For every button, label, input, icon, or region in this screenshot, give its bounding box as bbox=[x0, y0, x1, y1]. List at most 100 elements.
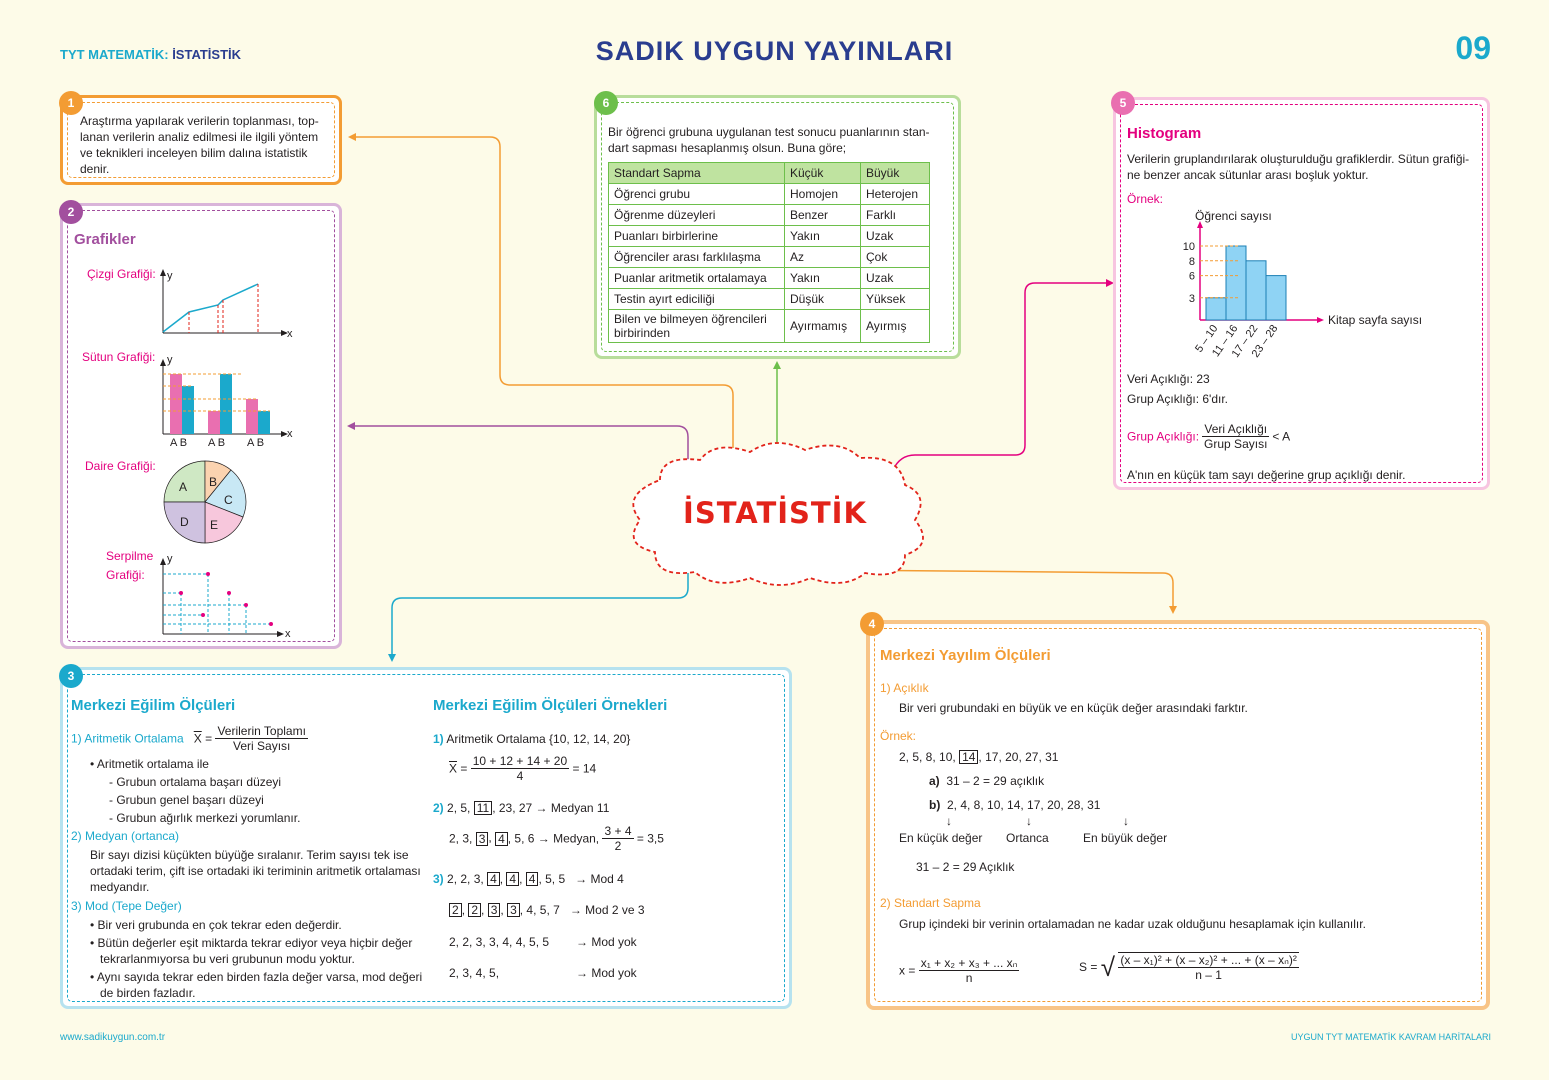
mode-result: → Mod 4 bbox=[575, 872, 624, 886]
pie-slice-label: D bbox=[180, 515, 189, 529]
scatter-axis-y: y bbox=[167, 553, 173, 565]
graphs-box: Grafikler Çizgi Grafiği: Sütun Grafiği: … bbox=[60, 203, 342, 649]
std-dev-desc: Grup içindeki bir verinin ortalamadan ne… bbox=[899, 917, 1366, 931]
page-number: 09 bbox=[1455, 30, 1491, 66]
formula-numerator: Veri Açıklığı bbox=[1202, 422, 1270, 437]
mode-line: tekrarlanmıyorsa bu veri grubunun modu y… bbox=[100, 952, 355, 966]
bar-graph bbox=[160, 359, 288, 437]
equals-sign: = bbox=[205, 731, 213, 746]
y-axis-arrow-icon bbox=[1197, 221, 1203, 228]
table-cell: Öğrenci grubu bbox=[608, 183, 785, 205]
histogram-bar bbox=[1245, 260, 1267, 321]
boxed-value: 11 bbox=[473, 801, 493, 815]
formula-numerator: x₁ + x₂ + x₃ + ... xₙ bbox=[918, 956, 1020, 971]
mode-example-4: 2, 3, 4, 5, bbox=[449, 966, 500, 980]
median-line: medyandır. bbox=[90, 880, 150, 894]
scatter-axis-x: x bbox=[285, 628, 291, 640]
histogram-last-line: A'nın en küçük tam sayı değerine grup aç… bbox=[1127, 468, 1406, 482]
histogram-tick-label: 3 bbox=[1189, 293, 1195, 305]
median-item: 2) Medyan (ortanca) bbox=[71, 829, 180, 843]
table-cell: Yakın bbox=[784, 267, 861, 289]
median-label: Ortanca bbox=[1006, 831, 1049, 845]
connector-box2 bbox=[352, 425, 689, 463]
definition-text: Araştırma yapılarak verilerin toplanması… bbox=[80, 113, 332, 177]
table-cell: Ayırmamış bbox=[784, 309, 861, 343]
mode-desc: • Bir veri grubunda en çok tekrar eden d… bbox=[90, 917, 430, 1001]
mode-item: 3) Mod (Tepe Değer) bbox=[71, 899, 182, 913]
mode-example-1: 3) 2, 2, 3, 4, 4, 4, 5, 5 → Mod 4 bbox=[433, 872, 624, 886]
mode-line: • Aynı sayıda tekrar eden birden fazla d… bbox=[90, 970, 423, 984]
mode-result: → Mod 2 ve 3 bbox=[569, 903, 645, 917]
histogram-desc-line: Verilerin gruplandırılarak oluşturulduğu… bbox=[1127, 152, 1470, 166]
median-line: ortadaki terim, çift ise ortadaki iki te… bbox=[90, 864, 421, 878]
scatter-graph-label2: Grafiği: bbox=[106, 568, 145, 582]
scatter-graph-label1: Serpilme bbox=[106, 549, 154, 563]
pie-slice-label: E bbox=[210, 518, 219, 532]
arrow-box6 bbox=[773, 361, 781, 369]
histogram-y-label: Öğrenci sayısı bbox=[1195, 209, 1272, 223]
histogram-tick-label: 10 bbox=[1183, 241, 1195, 253]
formula-label: Grup Açıklığı: bbox=[1127, 429, 1200, 444]
boxed-value: 3 bbox=[475, 831, 489, 846]
definition-line: lanan verilerin analiz edilmesi ile ilgi… bbox=[80, 130, 319, 144]
seq-text: , 5, 6 → Medyan, bbox=[507, 831, 600, 846]
histogram-desc: Verilerin gruplandırılarak oluşturulduğu… bbox=[1127, 151, 1481, 183]
min-label: En küçük değer bbox=[899, 831, 983, 845]
arrow-box5 bbox=[1106, 279, 1114, 287]
arrow-down-icon: ↓ bbox=[1123, 814, 1129, 828]
part-text: 2, 4, 8, 10, 14, 17, 20, 28, 31 bbox=[947, 798, 1101, 812]
example-number: 3) bbox=[433, 872, 444, 886]
table-cell: Çok bbox=[860, 246, 930, 268]
formula-denominator: n – 1 bbox=[1195, 968, 1222, 982]
table-header-cell: Standart Sapma bbox=[608, 162, 785, 184]
table-cell: Düşük bbox=[784, 288, 861, 310]
bar-category: A B bbox=[247, 437, 265, 449]
dispersion-title: Merkezi Yayılım Ölçüleri bbox=[880, 647, 1051, 664]
group-width-text: Grup Açıklığı: 6'dır. bbox=[1127, 392, 1229, 406]
boxed-value: 4 bbox=[525, 872, 539, 886]
connector-box4 bbox=[839, 569, 1174, 608]
table-row: Bilen ve bilmeyen öğrencileri birbirinde… bbox=[608, 309, 930, 343]
connector-box5 bbox=[892, 282, 1108, 471]
line-graph-label: Çizgi Grafiği: bbox=[87, 267, 156, 281]
histogram-title: Histogram bbox=[1127, 125, 1202, 142]
table-cell: Testin ayırt ediciliği bbox=[608, 288, 785, 310]
badge-4: 4 bbox=[860, 612, 884, 636]
footer-website[interactable]: www.sadikuygun.com.tr bbox=[60, 1032, 166, 1043]
table-cell: Heterojen bbox=[860, 183, 930, 205]
table-cell: Benzer bbox=[784, 204, 861, 226]
badge-6: 6 bbox=[594, 91, 618, 115]
central-tendency-title: Merkezi Eğilim Ölçüleri bbox=[71, 697, 236, 714]
seq-text: , 23, 27 → Medyan 11 bbox=[492, 801, 610, 815]
dispersion-box: Merkezi Yayılım Ölçüleri 1) Açıklık Bir … bbox=[866, 620, 1490, 1010]
range-calc: 31 – 2 = 29 Açıklık bbox=[916, 860, 1015, 874]
table-cell: Yakın bbox=[784, 225, 861, 247]
seq-text: 2, 3, bbox=[449, 831, 473, 846]
seq-text: 2, 5, bbox=[447, 801, 471, 815]
seq-text: 2, 2, 3, bbox=[447, 872, 484, 886]
histogram-bar bbox=[1225, 245, 1247, 321]
bar-category: A B bbox=[208, 437, 226, 449]
arrow-box4 bbox=[1169, 606, 1177, 614]
mean-item: 1) Aritmetik Ortalama bbox=[71, 731, 184, 746]
boxed-value: 3 bbox=[487, 903, 501, 917]
center-title: İSTATİSTİK bbox=[683, 496, 867, 530]
badge-2: 2 bbox=[59, 200, 83, 224]
mean-bullet: • Aritmetik ortalama ile bbox=[90, 757, 209, 771]
mode-example-3: 2, 2, 3, 3, 4, 4, 5, 5 bbox=[449, 935, 550, 949]
boxed-value: 4 bbox=[495, 831, 508, 846]
arrow-box1 bbox=[348, 133, 356, 141]
mode-result: → Mod yok bbox=[576, 935, 637, 949]
formula-lhs: S = bbox=[1079, 960, 1098, 974]
badge-3: 3 bbox=[59, 664, 83, 688]
arrow-box3 bbox=[388, 654, 396, 662]
connector-box3 bbox=[391, 573, 689, 656]
pie-slice-label: A bbox=[179, 480, 188, 494]
